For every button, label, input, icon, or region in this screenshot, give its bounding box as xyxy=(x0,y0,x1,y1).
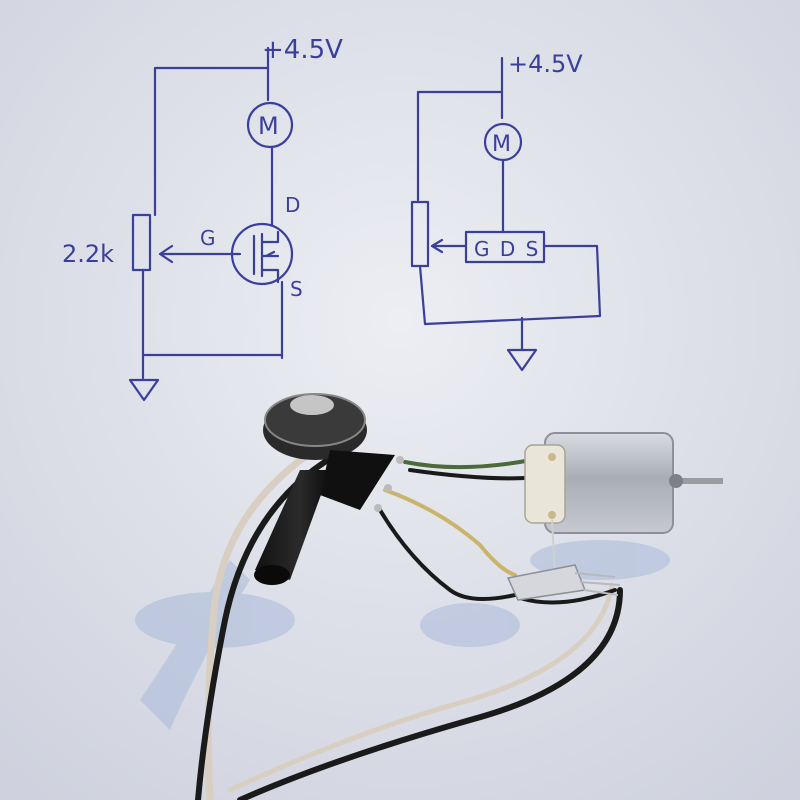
dc-motor-photo xyxy=(524,432,723,576)
pot-shaft xyxy=(255,470,330,580)
motor-terminal-bottom xyxy=(548,511,556,519)
ground-wire-left xyxy=(141,268,284,380)
potentiometer-photo xyxy=(254,393,404,585)
schematic-right: +4.5V M G D S xyxy=(410,50,602,372)
pot-rim xyxy=(264,393,366,447)
supply-label-left: +4.5V xyxy=(262,35,343,65)
wiper-wire-right xyxy=(430,238,468,254)
supply-wire-left xyxy=(153,46,270,217)
ground-loop-right xyxy=(418,244,602,326)
resistor-label: 2.2k xyxy=(62,240,114,268)
motor-label-left: M xyxy=(258,112,279,140)
schematic-left: +4.5V M D G 2.2k S xyxy=(62,35,343,402)
gate-label: G xyxy=(200,226,216,250)
wire-black-motor xyxy=(408,468,527,481)
pot-cap xyxy=(290,395,334,415)
wire-light-right xyxy=(227,582,615,793)
pot-terminal-3 xyxy=(374,504,382,512)
pinout-label: G D S xyxy=(474,237,540,261)
mosfet-body xyxy=(252,230,280,284)
mosfet-leads xyxy=(574,572,621,596)
supply-wire-right xyxy=(416,56,504,202)
drain-label: D xyxy=(285,193,300,217)
pot-terminal-1 xyxy=(396,456,404,464)
pot-bracket xyxy=(320,450,395,510)
motor-endcap xyxy=(524,444,566,524)
motor-terminal-top xyxy=(548,453,556,461)
ground-symbol-right xyxy=(506,348,538,372)
mosfet-photo xyxy=(506,564,621,601)
motor-bushing xyxy=(669,474,683,488)
motor-symbol-left xyxy=(246,101,294,149)
motor-lead xyxy=(551,519,556,576)
pot-terminal-2 xyxy=(384,484,392,492)
motor-label-right: M xyxy=(492,132,511,157)
wire-black-gate xyxy=(378,508,517,601)
wire-yellow-gate xyxy=(383,488,517,577)
wire-light-long xyxy=(204,436,334,800)
pot-shaft-end xyxy=(254,565,290,585)
source-label: S xyxy=(290,277,303,301)
potentiometer-symbol-left xyxy=(131,213,152,272)
supply-label-right: +4.5V xyxy=(508,50,583,78)
wires xyxy=(195,436,623,800)
wire-black-long-right xyxy=(237,587,623,800)
motor-shaft xyxy=(673,478,723,484)
gate-wire xyxy=(158,244,242,264)
ground-symbol-left xyxy=(128,378,160,402)
